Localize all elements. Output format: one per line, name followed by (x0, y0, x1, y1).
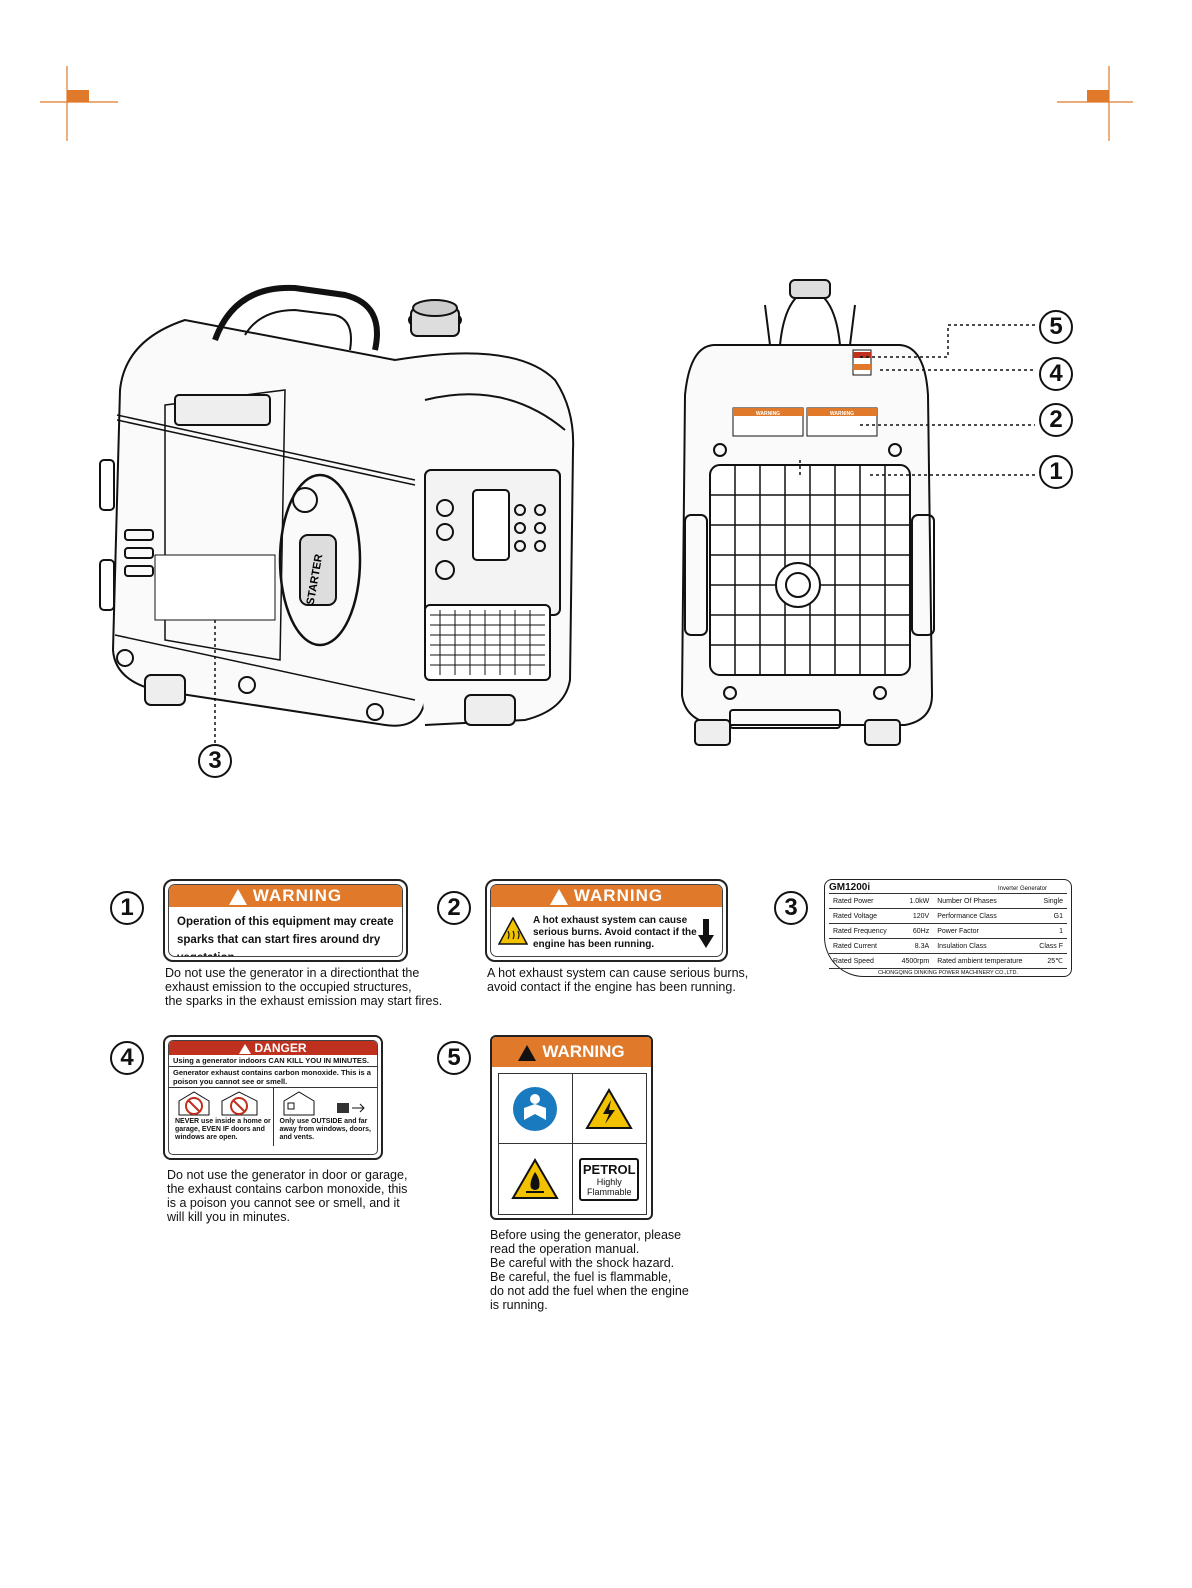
callout-4-top: 4 (1039, 357, 1073, 391)
generator-rear-illustration: WARNING WARNING (680, 279, 935, 746)
crop-mark-left (40, 66, 118, 141)
label-5-caption: Before using the generator, please read … (490, 1228, 689, 1312)
warning-triangle-icon (518, 1044, 537, 1061)
rating-type: Inverter Generator (997, 886, 1047, 892)
warning-triangle-icon (228, 888, 247, 905)
label-5-header: WARNING (542, 1042, 625, 1061)
label-1-text: Operation of this equipment may create s… (177, 916, 394, 956)
generator-side-illustration: STARTER (99, 284, 575, 750)
label-4-caption: Do not use the generator in door or gara… (167, 1168, 408, 1224)
callout-3-top: 3 (198, 744, 232, 778)
mini-warning-1: WARNING (756, 411, 780, 417)
label-2-number: 2 (437, 891, 471, 925)
label-5-sticker: WARNING PETROL Highly (490, 1035, 653, 1220)
petrol-sub-text: Highly Flammable (586, 1176, 632, 1197)
label-3-number: 3 (774, 891, 808, 925)
label-1-sticker: WARNING Operation of this equipment may … (163, 879, 408, 962)
label-2-header: WARNING (573, 886, 664, 905)
label-2-text: A hot exhaust system can cause serious b… (533, 915, 697, 950)
label-1-number: 1 (110, 891, 144, 925)
flammable-icon (511, 1158, 559, 1199)
outdoor-only-icon (283, 1091, 365, 1116)
mini-warning-2: WARNING (830, 411, 854, 417)
label-4-right-text: Only use OUTSIDE and far away from windo… (279, 1118, 371, 1141)
rating-model: GM1200i (829, 882, 871, 893)
label-1-header: WARNING (252, 886, 343, 905)
label-4-sticker: DANGER Using a generator indoors CAN KIL… (163, 1035, 383, 1160)
label-1-caption: Do not use the generator in a directiont… (165, 966, 443, 1008)
callout-5-top: 5 (1039, 310, 1073, 344)
warning-triangle-icon (549, 888, 568, 905)
leader-lines (799, 324, 1035, 476)
danger-triangle-icon (239, 1043, 252, 1054)
label-4-line1: Using a generator indoors CAN KILL YOU I… (169, 1055, 377, 1067)
label-4-header: DANGER (254, 1041, 307, 1055)
electric-shock-icon (585, 1087, 633, 1129)
label-2-caption: A hot exhaust system can cause serious b… (487, 966, 749, 994)
rating-footer: CHONGQING DINKING POWER MACHINERY CO.,LT… (829, 968, 1067, 976)
read-manual-icon (513, 1086, 558, 1131)
label-4-number: 4 (110, 1041, 144, 1075)
label-5-number: 5 (437, 1041, 471, 1075)
callout-2-top: 2 (1039, 403, 1073, 437)
label-2-sticker: WARNING A hot exhaust system can cause s… (485, 879, 728, 962)
crop-mark-right (1057, 66, 1133, 141)
no-indoor-icon (178, 1091, 258, 1116)
label-4-left-text: NEVER use inside a home or garage, EVEN … (175, 1118, 271, 1141)
petrol-text: PETROL (582, 1161, 636, 1177)
callout-1-top: 1 (1039, 455, 1073, 489)
hot-surface-icon (498, 917, 528, 945)
arrow-down-icon (698, 919, 714, 948)
label-4-line2: Generator exhaust contains carbon monoxi… (169, 1067, 377, 1088)
